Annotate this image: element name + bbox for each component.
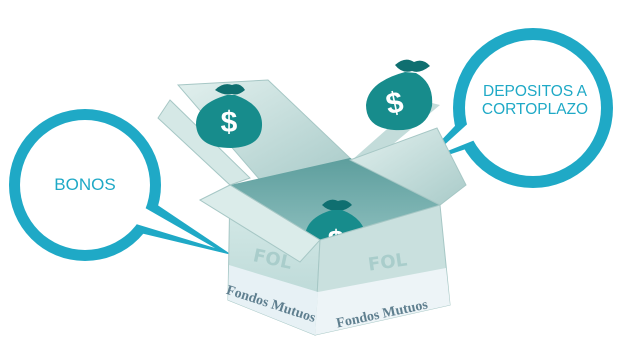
left-speech-bubble: [9, 109, 232, 261]
depositos-label-line1: DEPOSITOS A: [483, 83, 587, 100]
depositos-label-line2: CORTOPLAZO: [481, 100, 589, 118]
money-bag-icon: $: [196, 84, 263, 148]
bonos-label: BONOS: [54, 175, 116, 194]
money-bag-icon: $: [366, 59, 433, 131]
dollar-sign: $: [221, 106, 238, 139]
box-band-right: [315, 268, 450, 335]
depositos-label: DEPOSITOS A CORTOPLAZO: [468, 83, 602, 119]
dollar-sign: $: [383, 86, 406, 122]
box-front-flap: [198, 184, 321, 263]
box-right-flap: [348, 127, 467, 206]
box-band-left: [228, 265, 318, 335]
right-speech-bubble: [418, 28, 613, 188]
